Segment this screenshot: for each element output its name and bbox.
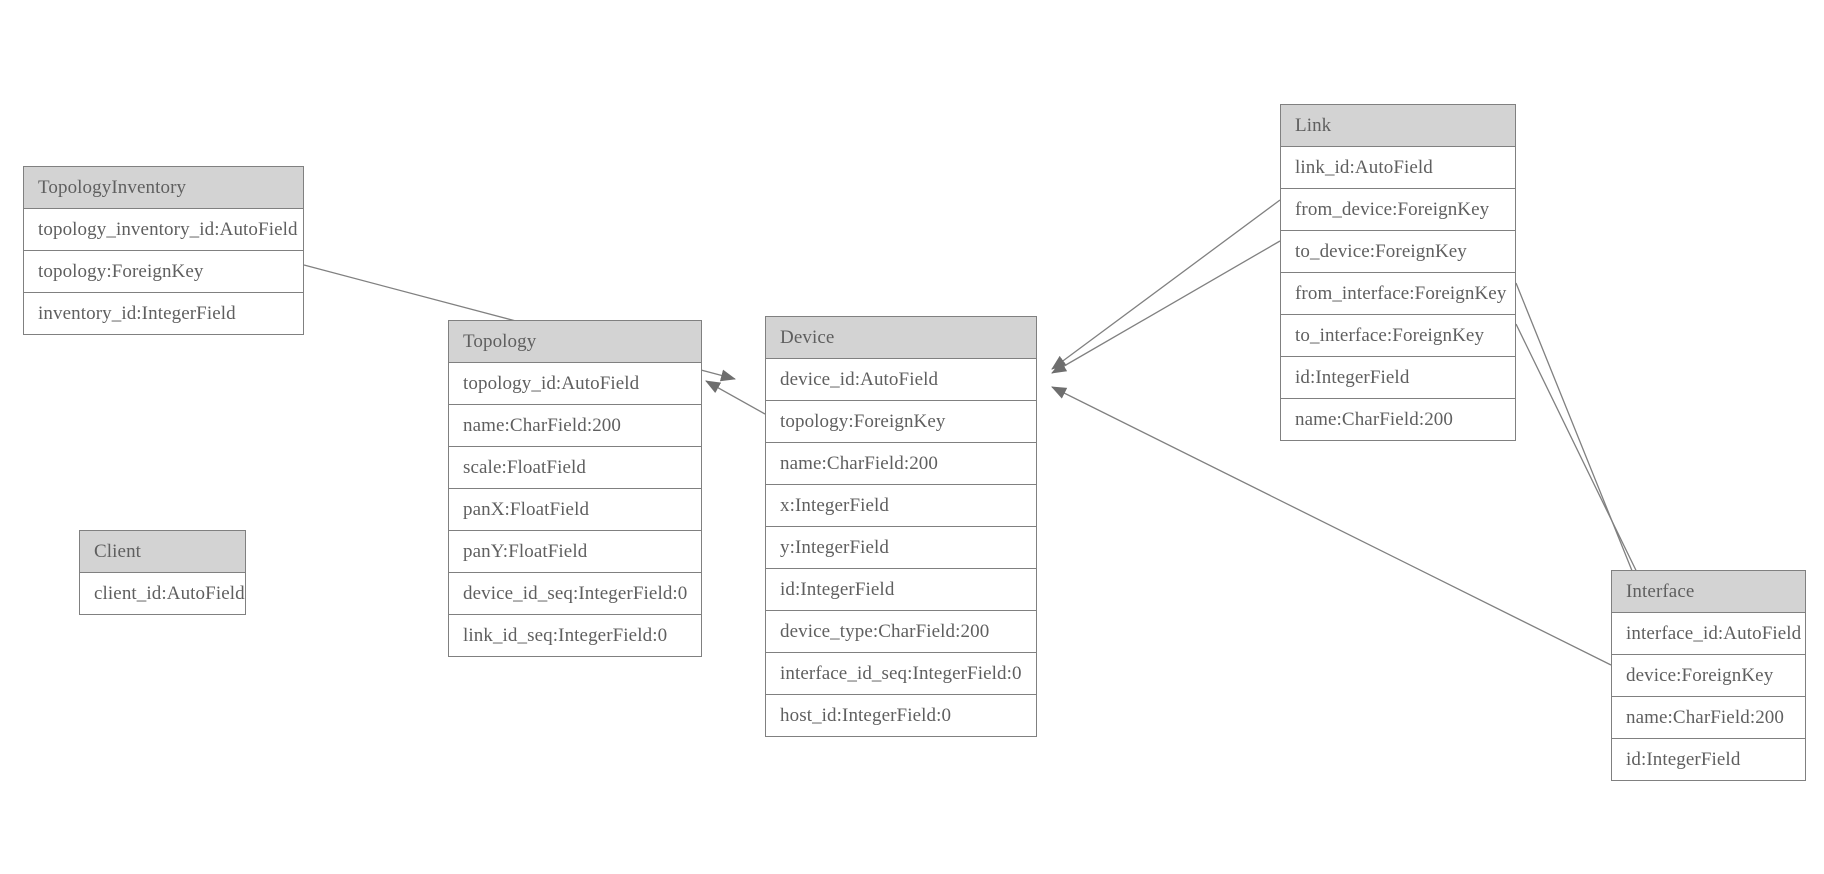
field-row: to_interface:ForeignKey — [1281, 315, 1515, 357]
edge-link-to-interface — [1515, 323, 1649, 596]
field-row: interface_id_seq:IntegerField:0 — [766, 653, 1036, 695]
entity-title-client: Client — [80, 531, 245, 573]
field-row: topology_id:AutoField — [449, 363, 701, 405]
entity-device[interactable]: Device device_id:AutoField topology:Fore… — [765, 316, 1037, 737]
field-row: topology:ForeignKey — [766, 401, 1036, 443]
entity-title-link: Link — [1281, 105, 1515, 147]
field-row: name:CharField:200 — [449, 405, 701, 447]
field-row: device_type:CharField:200 — [766, 611, 1036, 653]
field-row: link_id:AutoField — [1281, 147, 1515, 189]
field-row: x:IntegerField — [766, 485, 1036, 527]
field-row: name:CharField:200 — [1612, 697, 1805, 739]
edge-device-topology — [705, 380, 766, 415]
edge-link-to-device — [1051, 240, 1281, 374]
field-row: id:IntegerField — [1281, 357, 1515, 399]
field-row: interface_id:AutoField — [1612, 613, 1805, 655]
field-row: from_device:ForeignKey — [1281, 189, 1515, 231]
entity-interface[interactable]: Interface interface_id:AutoField device:… — [1611, 570, 1806, 781]
field-row: topology_inventory_id:AutoField — [24, 209, 303, 251]
field-row: host_id:IntegerField:0 — [766, 695, 1036, 736]
field-row: y:IntegerField — [766, 527, 1036, 569]
entity-title-interface: Interface — [1612, 571, 1805, 613]
field-row: scale:FloatField — [449, 447, 701, 489]
field-row: device_id:AutoField — [766, 359, 1036, 401]
field-row: to_device:ForeignKey — [1281, 231, 1515, 273]
entity-topology[interactable]: Topology topology_id:AutoField name:Char… — [448, 320, 702, 657]
entity-title-device: Device — [766, 317, 1036, 359]
field-row: device_id_seq:IntegerField:0 — [449, 573, 701, 615]
field-row: name:CharField:200 — [1281, 399, 1515, 440]
entity-title-topologyinventory: TopologyInventory — [24, 167, 303, 209]
edge-link-from-device — [1051, 199, 1281, 370]
field-row: topology:ForeignKey — [24, 251, 303, 293]
field-row: from_interface:ForeignKey — [1281, 273, 1515, 315]
field-row: device:ForeignKey — [1612, 655, 1805, 697]
field-row: client_id:AutoField — [80, 573, 245, 614]
field-row: id:IntegerField — [1612, 739, 1805, 780]
field-row: inventory_id:IntegerField — [24, 293, 303, 334]
entity-topologyinventory[interactable]: TopologyInventory topology_inventory_id:… — [23, 166, 304, 335]
entity-client[interactable]: Client client_id:AutoField — [79, 530, 246, 615]
field-row: id:IntegerField — [766, 569, 1036, 611]
entity-link[interactable]: Link link_id:AutoField from_device:Forei… — [1280, 104, 1516, 441]
field-row: link_id_seq:IntegerField:0 — [449, 615, 701, 656]
field-row: name:CharField:200 — [766, 443, 1036, 485]
entity-title-topology: Topology — [449, 321, 701, 363]
field-row: panX:FloatField — [449, 489, 701, 531]
field-row: panY:FloatField — [449, 531, 701, 573]
edge-link-from-interface — [1515, 282, 1642, 594]
